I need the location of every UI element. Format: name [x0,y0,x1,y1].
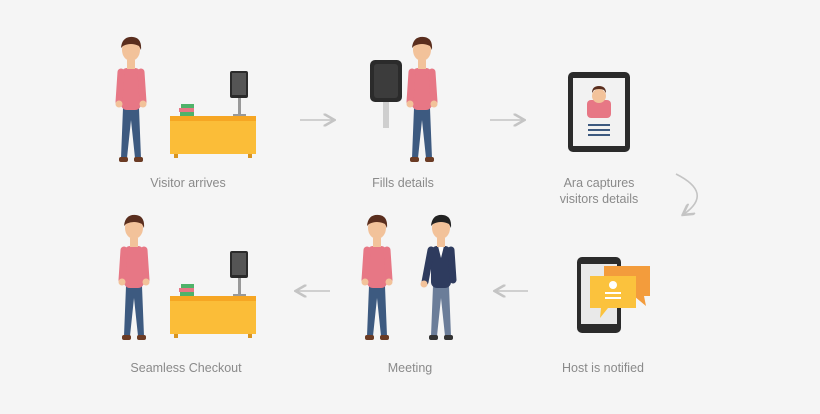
step-label-host-notified: Host is notified [562,361,644,375]
step-label-ara-captures: Ara captures visitors details [559,176,639,206]
step-label-meeting: Meeting [387,361,433,375]
person-at-desk-icon [116,37,256,162]
step-label-visitor-arrives: Visitor arrives [150,176,226,190]
phone-chat-icon [577,257,650,333]
handshake-icon [362,215,457,340]
person-at-kiosk-icon [370,37,438,162]
tablet-profile-icon [568,72,630,152]
arrow-step3-to-4 [675,173,699,214]
step-label-seamless-checkout: Seamless Checkout [130,361,242,375]
step-label-fills-details: Fills details [372,176,434,190]
person-leaving-desk-icon [119,215,256,340]
